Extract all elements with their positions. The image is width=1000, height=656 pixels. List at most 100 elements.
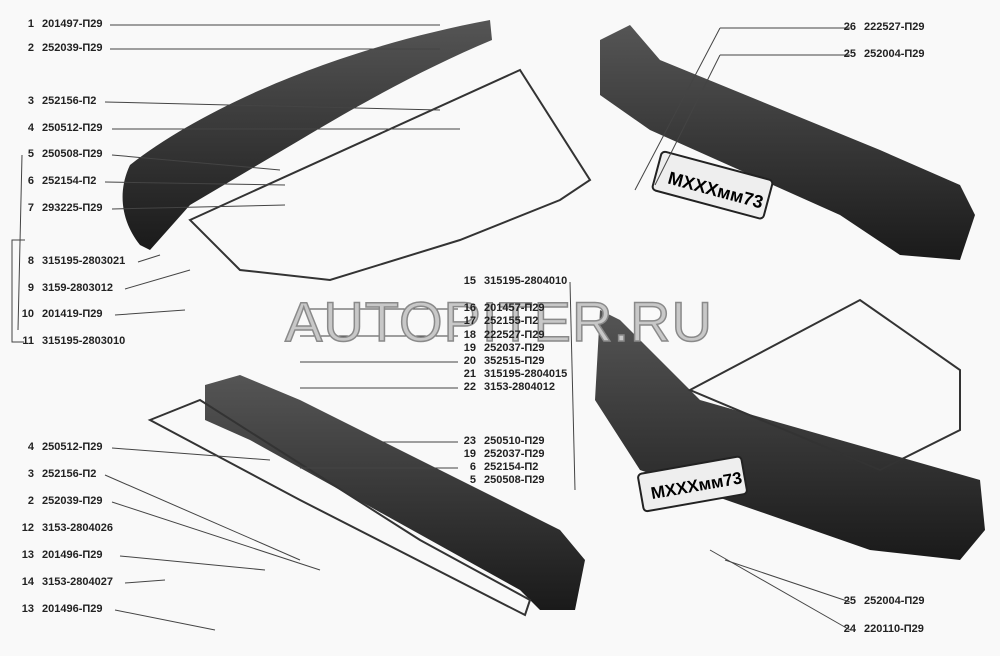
part-code: 252004-П29 — [864, 48, 925, 60]
part-code: 252154-П2 — [42, 175, 97, 187]
part-number: 16 — [463, 302, 476, 314]
part-code: 252037-П29 — [484, 448, 545, 460]
part-code: 220110-П29 — [864, 623, 924, 635]
part-label: 21 315195-2804015 — [456, 368, 567, 381]
part-number: 11 — [22, 335, 34, 347]
rear-bumper-top-right — [600, 25, 975, 260]
frame-lower-right — [687, 298, 961, 472]
part-code: 250512-П29 — [42, 122, 103, 134]
part-code: 222527-П29 — [484, 329, 545, 341]
watermark: AUTOPITER.RU — [284, 290, 713, 353]
part-number: 15 — [463, 275, 476, 287]
part-label: 12 3153-2804026 — [14, 522, 113, 535]
part-label: 14 3153-2804027 — [14, 576, 113, 589]
part-number: 25 — [843, 48, 856, 60]
part-code: 315195-2803010 — [42, 335, 126, 347]
part-code: 3159-2803012 — [42, 282, 113, 294]
license-plate-top — [651, 150, 774, 220]
part-number: 3 — [27, 468, 34, 480]
part-label: 9 3159-2803012 — [14, 282, 113, 295]
part-number: 22 — [463, 381, 476, 393]
part-label: 2 252039-П29 — [14, 495, 103, 508]
part-number: 13 — [21, 603, 34, 615]
part-code: 252039-П29 — [42, 495, 103, 507]
part-number: 5 — [469, 474, 476, 486]
part-label: 16 201457-П29 — [456, 302, 545, 315]
part-number: 14 — [21, 576, 34, 588]
part-number: 2 — [27, 42, 34, 54]
part-code: 315195-2803021 — [42, 255, 126, 267]
part-number: 26 — [843, 21, 856, 33]
part-label: 26 222527-П29 — [836, 21, 925, 34]
part-number: 6 — [27, 175, 34, 187]
part-number: 5 — [27, 148, 34, 160]
part-code: 3153-2804026 — [42, 522, 113, 534]
part-label: 7 293225-П29 — [14, 202, 103, 215]
part-number: 13 — [21, 549, 34, 561]
part-code: 201419-П29 — [42, 308, 103, 320]
part-number: 19 — [463, 448, 476, 460]
part-label: 10 201419-П29 — [14, 308, 103, 321]
part-code: 201496-П29 — [42, 603, 103, 615]
part-number: 3 — [27, 95, 34, 107]
license-plate-bottom — [637, 455, 748, 513]
part-number: 12 — [21, 522, 34, 534]
part-number: 25 — [843, 595, 856, 607]
part-label: 5 250508-П29 — [14, 148, 103, 161]
part-code: 315195-2804015 — [484, 368, 568, 380]
part-code: 352515-П29 — [484, 355, 545, 367]
rear-bumper-top-left — [122, 20, 492, 250]
part-number: 19 — [463, 342, 476, 354]
part-label: 23 250510-П29 — [456, 435, 545, 448]
part-number: 2 — [27, 495, 34, 507]
part-code: 250508-П29 — [484, 474, 545, 486]
part-code: 201497-П29 — [42, 18, 103, 30]
part-number: 24 — [843, 623, 856, 635]
part-number: 23 — [463, 435, 476, 447]
part-number: 8 — [27, 255, 34, 267]
part-code: 3153-2804012 — [484, 381, 555, 393]
part-label: 11 315195-2803010 — [14, 335, 125, 348]
part-number: 10 — [21, 308, 34, 320]
part-number: 20 — [463, 355, 476, 367]
part-code: 315195-2804010 — [484, 275, 568, 287]
frame-lower-left — [147, 398, 532, 617]
part-code: 201457-П29 — [484, 302, 545, 314]
part-label: 5 250508-П29 — [456, 474, 545, 487]
part-label: 3 252156-П2 — [14, 468, 97, 481]
part-code: 252155-П2 — [484, 315, 539, 327]
part-code: 252037-П29 — [484, 342, 545, 354]
part-label: 13 201496-П29 — [14, 549, 103, 562]
part-code: 222527-П29 — [864, 21, 925, 33]
leader-lines — [11, 24, 851, 631]
part-number: 7 — [27, 202, 34, 214]
part-label: 20 352515-П29 — [456, 355, 545, 368]
part-code: 252156-П2 — [42, 468, 97, 480]
part-label: 19 252037-П29 — [456, 342, 545, 355]
front-bumper-lower-left — [205, 375, 585, 610]
part-label: 19 252037-П29 — [456, 448, 545, 461]
part-code: 293225-П29 — [42, 202, 103, 214]
part-number: 21 — [463, 368, 476, 380]
part-code: 3153-2804027 — [42, 576, 113, 588]
part-code: 250508-П29 — [42, 148, 103, 160]
part-number: 4 — [27, 441, 34, 453]
part-number: 9 — [27, 282, 34, 294]
part-code: 250510-П29 — [484, 435, 545, 447]
part-label: 13 201496-П29 — [14, 603, 103, 616]
part-code: 252004-П29 — [864, 595, 925, 607]
part-label: 4 250512-П29 — [14, 122, 103, 135]
part-label: 25 252004-П29 — [836, 595, 925, 608]
part-number: 6 — [469, 461, 476, 473]
part-code: 201496-П29 — [42, 549, 103, 561]
part-number: 4 — [27, 122, 34, 134]
part-label: 25 252004-П29 — [836, 48, 925, 61]
